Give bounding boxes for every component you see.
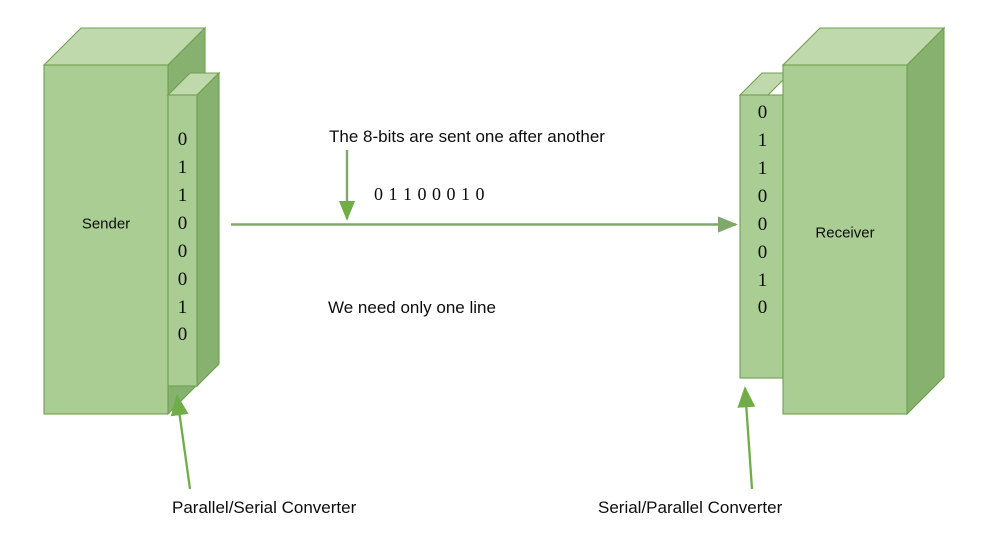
sender-bit-6: 1 xyxy=(177,296,188,318)
sender-bit-column xyxy=(166,71,221,388)
receiver-bit-2: 1 xyxy=(757,157,768,179)
receiver-bit-5: 0 xyxy=(757,241,768,263)
sender-bit-7: 0 xyxy=(177,324,188,346)
sender-label: Sender xyxy=(81,215,131,233)
receiver-bit-column xyxy=(738,72,792,379)
receiver-bit-6: 1 xyxy=(757,269,768,291)
serial-parallel-converter-arrow xyxy=(737,386,756,490)
sender-bits: 0 1 1 0 0 0 1 0 xyxy=(168,126,197,349)
channel-note-bottom: We need only one line xyxy=(328,298,496,317)
receiver-box xyxy=(781,26,946,416)
sender-front-face xyxy=(43,64,169,415)
receiver-label: Receiver xyxy=(815,224,875,242)
sender-bit-5: 0 xyxy=(177,268,188,290)
receiver-bit-1: 1 xyxy=(757,129,768,151)
serial-parallel-converter-caption: Serial/Parallel Converter xyxy=(598,498,783,517)
receiver-side-face xyxy=(906,26,945,416)
sender-bit-2: 1 xyxy=(177,184,188,206)
receiver-bit-4: 0 xyxy=(757,213,768,235)
receiver-bit-0: 0 xyxy=(757,102,768,123)
receiver-column-front-face xyxy=(739,94,786,379)
sender-column-side-face xyxy=(196,71,220,388)
sender-bit-4: 0 xyxy=(177,240,188,262)
parallel-serial-converter-caption: Parallel/Serial Converter xyxy=(172,498,357,517)
receiver-front-face xyxy=(782,64,908,415)
sender-bit-0: 0 xyxy=(177,129,188,150)
receiver-bit-7: 0 xyxy=(757,297,768,319)
serial-bit-stream: 0 1 1 0 0 0 1 0 xyxy=(374,184,485,204)
sender-bit-1: 1 xyxy=(177,156,188,178)
sender-bit-3: 0 xyxy=(177,212,188,234)
receiver-bit-3: 0 xyxy=(757,185,768,207)
sender-column-front-face xyxy=(167,94,198,387)
parallel-serial-converter-arrow xyxy=(170,394,192,490)
channel-note-top: The 8-bits are sent one after another xyxy=(329,127,605,146)
receiver-bits: 0 1 1 0 0 0 1 0 xyxy=(740,99,785,322)
